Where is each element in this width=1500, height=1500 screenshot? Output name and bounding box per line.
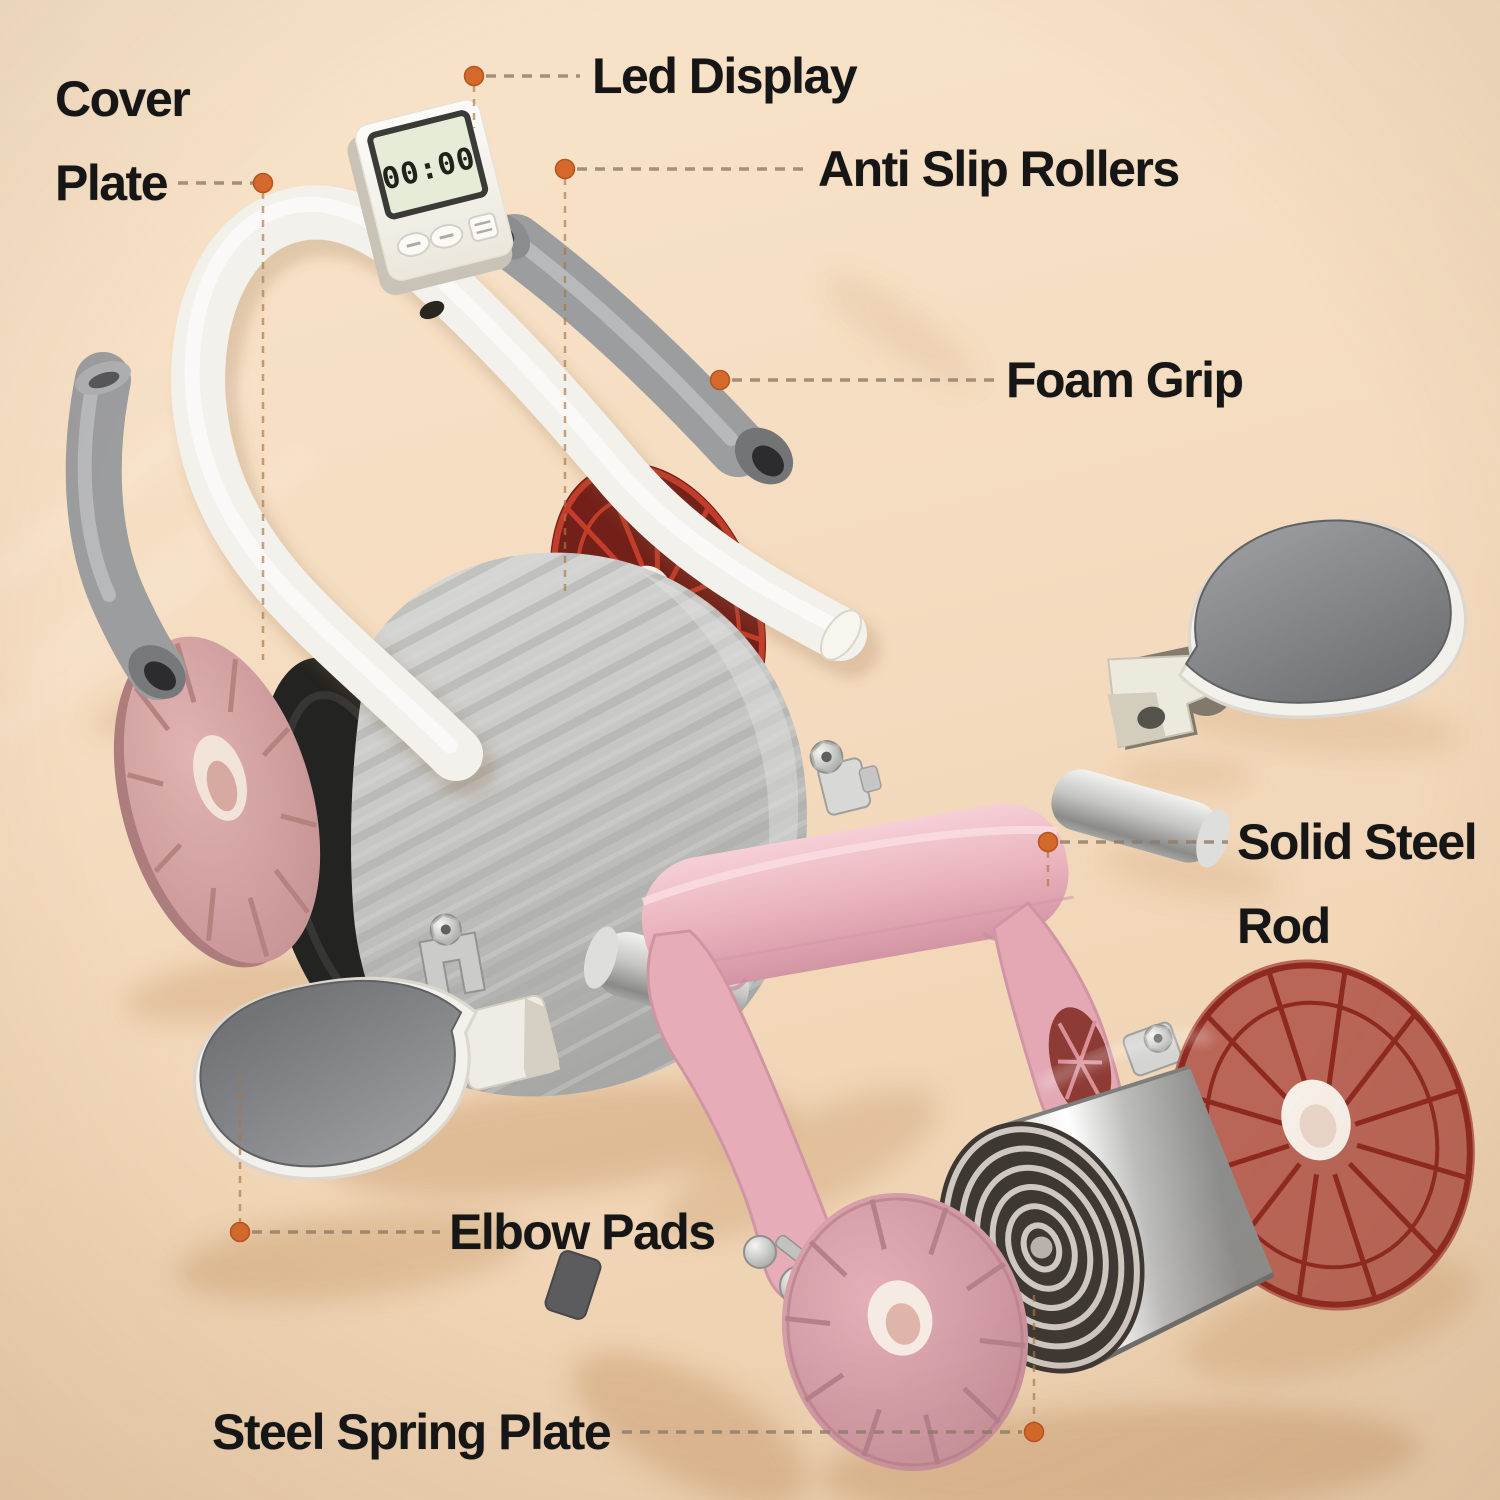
label-elbow-pads: Elbow Pads <box>449 1204 716 1260</box>
label-cover-plate: Cover Plate <box>55 57 191 225</box>
label-solid-steel-rod-line2: Rod <box>1237 898 1331 954</box>
label-anti-slip-rollers: Anti Slip Rollers <box>818 141 1180 197</box>
label-foam-grip: Foam Grip <box>1006 352 1244 408</box>
label-solid-steel-rod-line1: Solid Steel <box>1237 814 1478 870</box>
label-cover-plate-line1: Cover <box>55 71 191 127</box>
label-steel-spring-plate: Steel Spring Plate <box>212 1404 612 1460</box>
label-led-display: Led Display <box>592 48 858 104</box>
label-solid-steel-rod: Solid Steel Rod <box>1237 800 1478 968</box>
label-cover-plate-line2: Plate <box>55 155 169 211</box>
